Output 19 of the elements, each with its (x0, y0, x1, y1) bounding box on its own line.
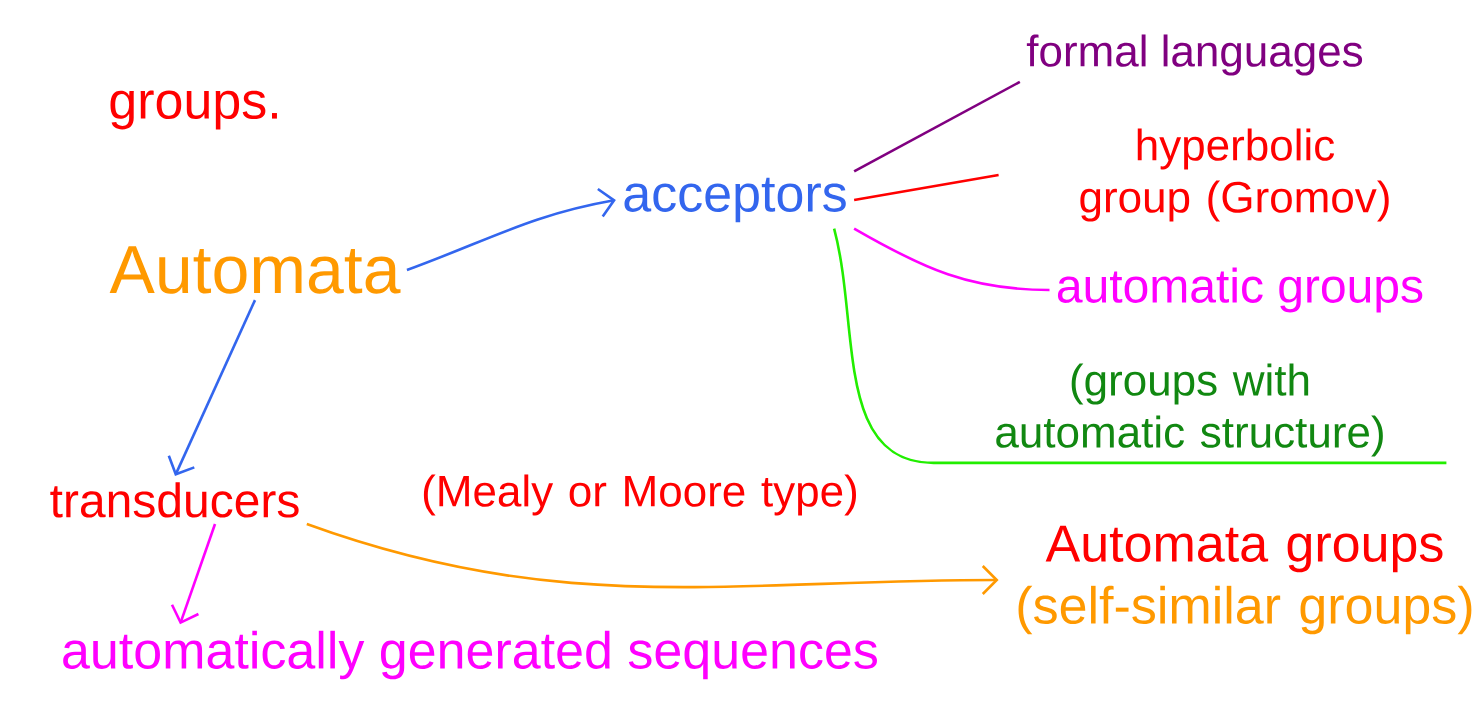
heading-text: groups. (110, 90, 277, 130)
connector (167, 299, 257, 476)
concept-text: acceptors (624, 177, 846, 223)
concept-text: Automata groups (self-similar groups) (1018, 525, 1472, 635)
concept-text: (groups with automatic structure) (996, 363, 1383, 457)
note-text: (Mealy or Moore type) (423, 474, 856, 516)
connector (832, 228, 1447, 465)
connector (170, 523, 217, 625)
connector (406, 187, 616, 272)
concept-text: Automata (109, 246, 401, 294)
connector (853, 173, 999, 202)
connector (306, 522, 999, 595)
concept-text: automatic groups (1057, 267, 1423, 313)
concept-text: transducers (50, 482, 299, 518)
concept-text: hyperbolic group (Gromov) (1080, 128, 1389, 222)
concept-text: automatically generated sequences (63, 630, 877, 680)
connector (853, 227, 1050, 292)
connector (853, 80, 1021, 173)
concept-text: formal languages (1026, 34, 1363, 76)
